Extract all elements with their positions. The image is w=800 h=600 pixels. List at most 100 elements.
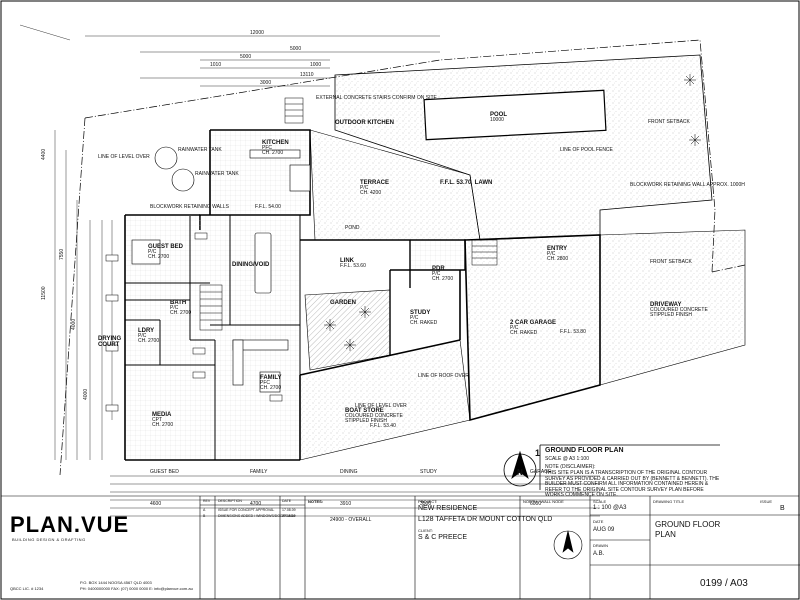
stairs [199, 97, 498, 331]
kitchen-island [289, 164, 311, 192]
north-node-heading: NORTH / WALL NODE [523, 499, 564, 504]
ffl-kitchen: F.F.L. 54.00 [255, 204, 281, 210]
note-front-setback: FRONT SETBACK [648, 119, 690, 125]
room-dining-void: DINING/VOID [232, 262, 269, 268]
dimension-text: 3500 [420, 501, 432, 507]
dimension-lines-bottom [110, 475, 600, 517]
room-details: PFC CH. 2700 [262, 145, 284, 156]
room-outdoor-kitchen: OUTDOOR KITCHEN [335, 120, 394, 126]
room-name: F.F.L. 53.70 LAWN [440, 180, 493, 186]
revision-cell: A [203, 508, 206, 512]
plant-symbols [324, 74, 701, 351]
dimension-text: 4400 [41, 148, 47, 160]
room-name: LINK [340, 258, 354, 264]
room-name: OUTDOOR KITCHEN [335, 120, 394, 126]
sheet-title: GROUND FLOOR PLAN [655, 520, 721, 539]
driveway-slab [599, 229, 746, 386]
dimension-lines-top [19, 24, 440, 87]
note-external-stairs: EXTERNAL CONCRETE STAIRS CONFIRM ON SITE [316, 95, 437, 101]
guest-bed [131, 239, 161, 265]
scale-label: SCALE [593, 499, 607, 504]
room-details: 10000 [490, 117, 504, 123]
note-line-roof-over: LINE OF ROOF OVER [418, 373, 469, 379]
dining-table [254, 232, 272, 294]
title-block-frame [1, 495, 800, 599]
company-address: P.O. BOX 1444 NOOSA 4567 QLD 4003 [80, 580, 152, 585]
label-pond: POND [345, 225, 360, 231]
revision-cell: 17.08.09 [282, 508, 296, 512]
room-details: CPT CH. 2700 [152, 417, 174, 428]
revision-column-header: DESCRIPTION [218, 499, 242, 503]
dimension-text: 11500 [41, 286, 47, 300]
ffl-garage: F.F.L. 53.80 [560, 329, 586, 335]
room-name: BATH [170, 300, 187, 306]
sheet-number: 0199 / A03 [700, 578, 748, 589]
room-details: P/C CH. 4200 [360, 185, 382, 196]
room-details: P/C CH. 2800 [547, 251, 569, 262]
dimension-text: 4600 [150, 501, 162, 507]
company-logo: PLAN.VUE [10, 512, 130, 537]
drawn-value: A.B. [593, 551, 605, 557]
boat-store-area [299, 339, 471, 461]
garden-area [304, 289, 391, 371]
project-address: L128 TAFFETA DR MOUNT COTTON QLD [418, 516, 553, 523]
room-name: BOAT STORE [345, 408, 384, 414]
room-details: PFC CH. 2700 [260, 380, 282, 391]
room-details: COLOURED CONCRETE STIPPLED FINISH [650, 307, 708, 318]
room-name: DRIVEWAY [650, 302, 682, 308]
dimension-overall: 24900 - OVERALL [330, 517, 372, 523]
room-details: P/C CH. RAKED [410, 315, 438, 326]
dimension-text: 6000 [530, 501, 542, 507]
note-front-setback-2: FRONT SETBACK [650, 259, 692, 265]
room-details: P/C CH. 2700 [138, 333, 160, 344]
legend-disclaimer-head: NOTE (DISCLAIMER): [545, 464, 596, 470]
room-details: P/C CH. 2700 [170, 305, 192, 316]
room-name: PDR [432, 266, 445, 272]
pool-deck [334, 54, 713, 241]
room-drying: DRYING COURT [98, 336, 121, 348]
note-line-level-over-2: LINE OF LEVEL OVER [355, 403, 407, 409]
revision-cell: DIMENSIONS ADDED / WINDOWS/DOORS ADJ [218, 514, 296, 518]
section-tags [105, 232, 283, 412]
room-lawn: F.F.L. 53.70 LAWN [440, 180, 492, 186]
room-name: MEDIA [152, 412, 172, 418]
dimension-room-label: GUEST BED [150, 469, 179, 475]
north-label: N [517, 468, 523, 477]
note-blockwork-left: BLOCKWORK RETAINING WALLS [150, 204, 229, 210]
dimension-text: 12000 [250, 30, 264, 36]
room-name: STUDY [410, 310, 431, 316]
dimension-text: 13110 [300, 72, 314, 78]
room-details: P/C CH. RAKED [510, 325, 538, 336]
project-name: NEW RESIDENCE [418, 505, 478, 512]
house-walls [124, 129, 461, 461]
revision-cell: B [203, 514, 206, 518]
dimension-room-label: STUDY [420, 469, 437, 475]
revision-column-header: REV [203, 499, 211, 503]
bench [249, 149, 301, 159]
ffl-boat-store: F.F.L. 53.40 [370, 423, 396, 429]
company-contact: PH: 0400000000 FAX: (07) 0000 0000 E: in… [80, 586, 193, 591]
revision-cell: 27.08.09 [282, 514, 296, 518]
dimension-room-label: GARAGE [530, 469, 552, 475]
room-name: KITCHEN [262, 140, 289, 146]
room-name: FAMILY [260, 375, 282, 381]
room-details: P/C CH. 2700 [432, 271, 454, 282]
coffee-table [259, 371, 281, 393]
date-label: DATE [593, 519, 604, 524]
room-name: POOL [490, 112, 508, 118]
room-name: DINING/VOID [232, 262, 270, 268]
label-tank-2: RAINWATER TANK [195, 171, 239, 177]
legend-disclaimer: THIS SITE PLAN IS A TRANSCRIPTION OF THE… [545, 470, 720, 498]
drawing-title-label: DRAWING TITLE [653, 499, 685, 504]
